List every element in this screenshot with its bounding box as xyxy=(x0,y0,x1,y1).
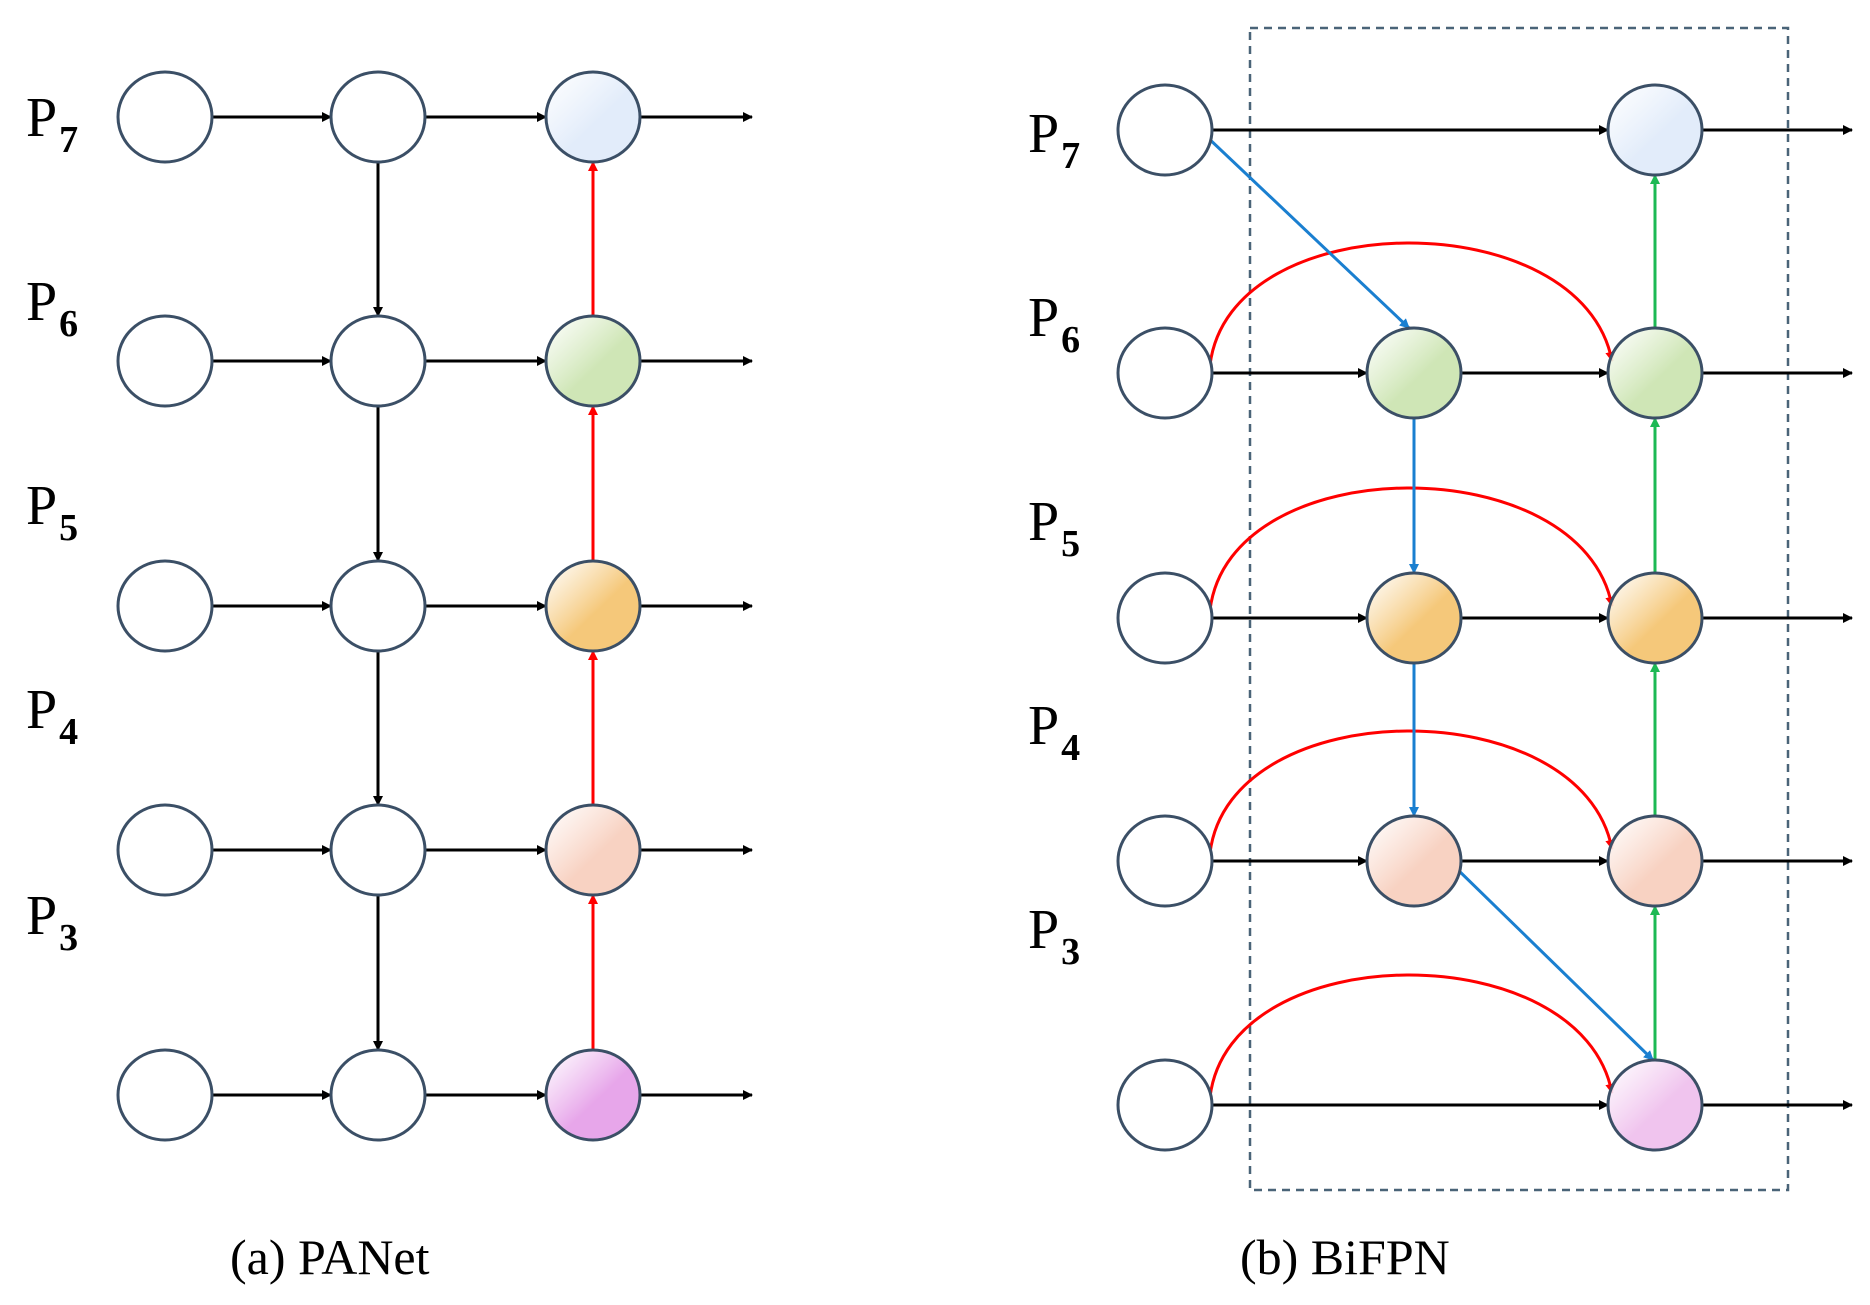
bifpn-node-p3-output xyxy=(1606,1058,1704,1152)
bifpn-node-p5-intermediate xyxy=(1365,571,1463,665)
bifpn-label-p5: P5 xyxy=(1028,491,1081,565)
bifpn-edge-topdown-p4 xyxy=(1452,864,1655,1062)
bifpn-label-p7: P7 xyxy=(1028,103,1081,177)
panet-node-p6-output xyxy=(544,314,642,408)
bifpn-node-p5-output xyxy=(1606,571,1704,665)
bifpn-node-p4-input xyxy=(1116,814,1214,908)
bifpn-label-p6: P6 xyxy=(1028,287,1081,361)
bifpn-node-p7-output xyxy=(1606,83,1704,177)
panet-label-p5: P5 xyxy=(26,475,79,549)
panet-label-p4: P4 xyxy=(26,679,79,753)
panet-node-p7-output xyxy=(544,70,642,164)
bifpn-node-p3-input xyxy=(1116,1058,1214,1152)
bifpn-edge-topdown-p7 xyxy=(1203,133,1411,330)
panet-label-p3: P3 xyxy=(26,885,79,959)
panet-node-p7-topdown xyxy=(329,70,427,164)
bifpn-label-p3: P3 xyxy=(1028,899,1081,973)
panet-node-p3-topdown xyxy=(329,1048,427,1142)
bifpn-node-p5-input xyxy=(1116,571,1214,665)
bifpn-node-p6-output xyxy=(1606,326,1704,420)
bifpn-edge-skip-p4 xyxy=(1208,729,1616,854)
bifpn-edge-skip-p3 xyxy=(1208,973,1616,1098)
panet-node-p6-input xyxy=(116,314,214,408)
bifpn-node-p4-intermediate xyxy=(1365,814,1463,908)
panet-node-p4-topdown xyxy=(329,803,427,897)
bifpn-dashed-box xyxy=(1248,26,1790,1192)
bifpn-node-p6-intermediate xyxy=(1365,326,1463,420)
panet-node-p5-input xyxy=(116,559,214,653)
panet-node-p3-output xyxy=(544,1048,642,1142)
panet-node-p3-input xyxy=(116,1048,214,1142)
bifpn-caption: (b) BiFPN xyxy=(1240,1229,1450,1285)
edges xyxy=(212,112,1853,1110)
nodes xyxy=(116,70,1704,1152)
panet-label-p6: P6 xyxy=(26,271,79,345)
panet-node-p5-topdown xyxy=(329,559,427,653)
panet-node-p4-input xyxy=(116,803,214,897)
bifpn-node-p6-input xyxy=(1116,326,1214,420)
panet-node-p5-output xyxy=(544,559,642,653)
bifpn-node-p4-output xyxy=(1606,814,1704,908)
panet-caption: (a) PANet xyxy=(230,1229,430,1285)
panet-node-p6-topdown xyxy=(329,314,427,408)
bifpn-edge-skip-p5 xyxy=(1208,486,1616,611)
bifpn-dashed-box-rect xyxy=(1248,26,1790,1192)
panet-label-p7: P7 xyxy=(26,87,79,161)
bifpn-label-p4: P4 xyxy=(1028,695,1081,769)
bifpn-edge-skip-p6 xyxy=(1208,241,1616,366)
panet-node-p7-input xyxy=(116,70,214,164)
panet-node-p4-output xyxy=(544,803,642,897)
bifpn-node-p7-input xyxy=(1116,83,1214,177)
